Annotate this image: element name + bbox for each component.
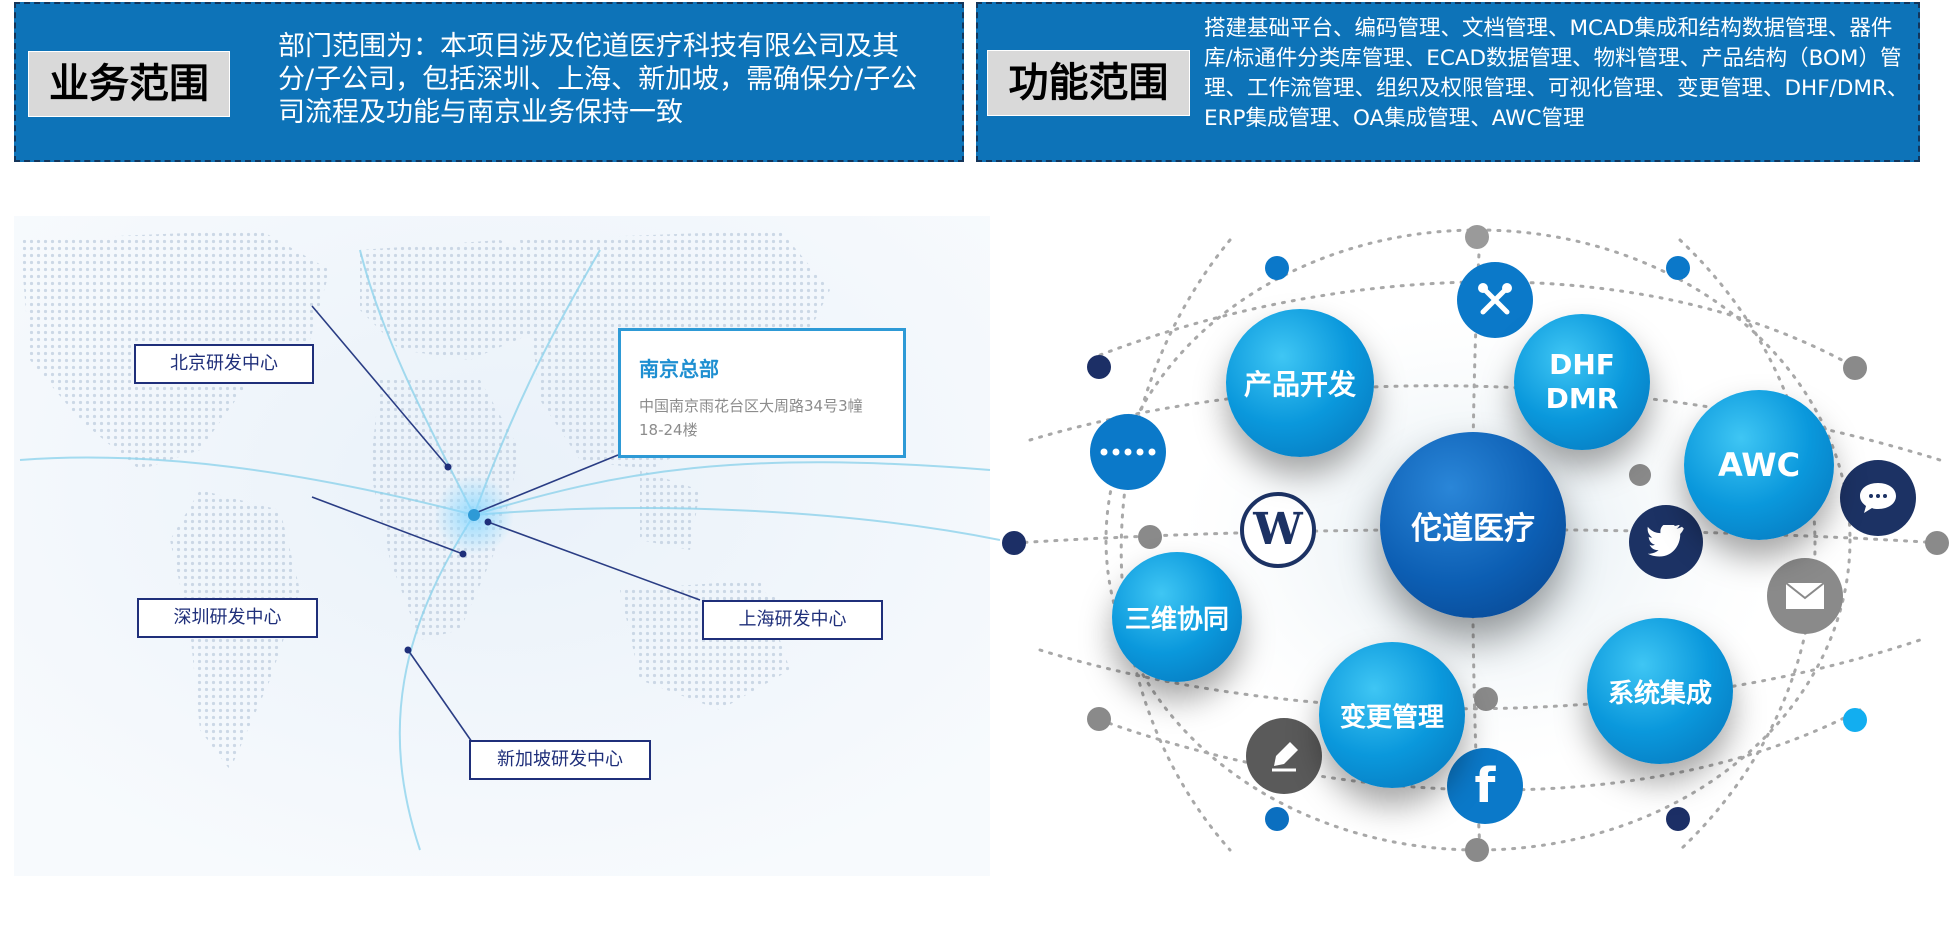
shenzhen-center-label: 深圳研发中心 <box>137 598 318 638</box>
center-company-node: 佗道医疗 <box>1380 432 1566 618</box>
function-scope-tag: 功能范围 <box>987 50 1190 116</box>
pen-icon <box>1246 718 1322 794</box>
network-diagram: W f 产品开发 DHF DMR AWC 佗道医疗 三维协同 变更管理 系统集成 <box>1000 210 1954 900</box>
function-scope-text: 搭建基础平台、编码管理、文档管理、MCAD集成和结构数据管理、器件库/标通件分类… <box>1204 16 1909 131</box>
awc-node: AWC <box>1684 390 1834 540</box>
dmr-label: DMR <box>1545 382 1619 415</box>
business-scope-tag: 业务范围 <box>28 51 230 117</box>
facebook-icon: f <box>1447 748 1523 824</box>
world-map-panel: 北京研发中心 深圳研发中心 上海研发中心 新加坡研发中心 <box>0 210 1000 890</box>
system-integration-node: 系统集成 <box>1587 618 1733 764</box>
nanjing-hq-card: 南京总部 中国南京雨花台区大周路34号3幢18-24楼 <box>618 328 906 458</box>
more-dots-icon <box>1090 414 1166 490</box>
3d-collaboration-node: 三维协同 <box>1112 552 1242 682</box>
dhf-label: DHF <box>1549 348 1615 381</box>
twitter-icon <box>1629 505 1703 579</box>
wordpress-icon: W <box>1240 492 1316 568</box>
hq-address: 中国南京雨花台区大周路34号3幢18-24楼 <box>639 397 863 439</box>
business-scope-banner: 业务范围 部门范围为：本项目涉及佗道医疗科技有限公司及其分/子公司，包括深圳、上… <box>14 2 964 162</box>
change-management-node: 变更管理 <box>1319 642 1465 788</box>
function-scope-banner: 功能范围 搭建基础平台、编码管理、文档管理、MCAD集成和结构数据管理、器件库/… <box>976 2 1920 162</box>
tools-icon <box>1457 262 1533 338</box>
shanghai-center-label: 上海研发中心 <box>702 600 883 640</box>
chat-bubble-icon <box>1840 460 1916 536</box>
product-development-node: 产品开发 <box>1226 309 1374 457</box>
hq-title: 南京总部 <box>639 357 719 381</box>
business-scope-text: 部门范围为：本项目涉及佗道医疗科技有限公司及其分/子公司，包括深圳、上海、新加坡… <box>278 31 918 128</box>
singapore-center-label: 新加坡研发中心 <box>469 740 651 780</box>
mail-icon <box>1767 558 1843 634</box>
beijing-center-label: 北京研发中心 <box>134 344 314 384</box>
dhf-dmr-node: DHF DMR <box>1514 314 1650 450</box>
world-map-graphic <box>14 216 1000 876</box>
